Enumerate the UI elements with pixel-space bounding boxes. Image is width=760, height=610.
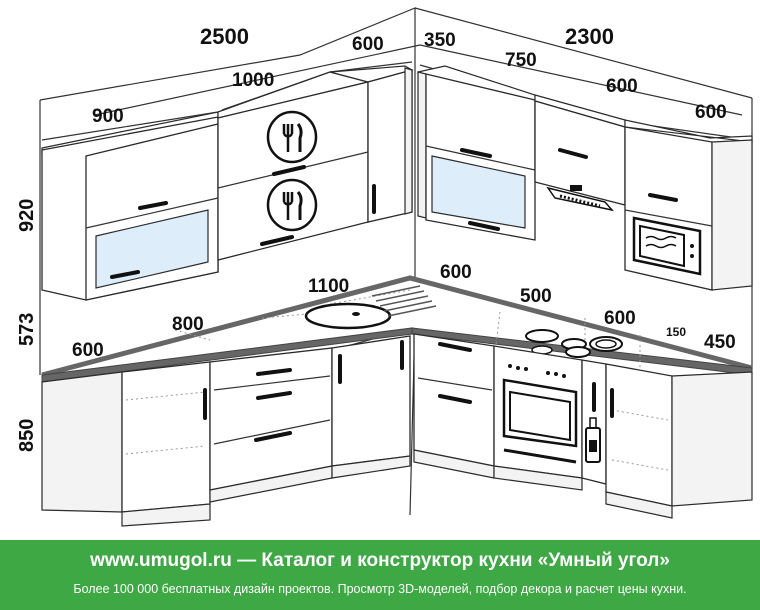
dim-upper-600-corner: 600: [352, 34, 384, 55]
handle[interactable]: [468, 221, 500, 231]
dim-upper-900: 900: [92, 106, 124, 127]
base-cabinet-600-left: [41, 361, 211, 527]
base-cabinet-oven-600: [493, 345, 583, 491]
dim-upper-600-micro: 600: [695, 102, 727, 123]
hood-icon: [546, 185, 615, 212]
dim-height-mid: 573: [16, 313, 38, 346]
dim-base-150: 150: [666, 325, 686, 339]
handle[interactable]: [438, 394, 472, 404]
kitchen-drawing: 2500 2300 900 1000 600 350 750 600 600 9…: [16, 7, 753, 527]
handle[interactable]: [648, 193, 678, 202]
dim-upper-350: 350: [424, 30, 456, 51]
dim-base-600-corner: 600: [440, 262, 472, 283]
dim-upper-1000: 1000: [232, 70, 274, 91]
base-cabinet-corner-600: [413, 333, 495, 479]
oven-icon: [502, 364, 578, 464]
handle[interactable]: [138, 201, 168, 210]
hob-icon: [525, 329, 623, 358]
handle[interactable]: [256, 391, 292, 400]
dim-base-600-left: 600: [72, 340, 104, 361]
upper-cabinet-hood-600: [534, 94, 626, 212]
dim-height-lower: 850: [16, 419, 38, 452]
dim-upper-left-total: 2500: [200, 24, 249, 49]
dim-upper-right-total: 2300: [565, 24, 614, 49]
dim-base-800: 800: [172, 314, 204, 335]
handle[interactable]: [254, 431, 292, 442]
upper-cabinet-750: [417, 65, 536, 241]
dim-base-1100: 1100: [308, 276, 349, 297]
dim-base-500: 500: [520, 286, 552, 307]
dim-upper-750: 750: [505, 50, 537, 71]
handle[interactable]: [558, 148, 588, 159]
base-cabinet-450-right: [605, 363, 753, 519]
handle[interactable]: [260, 235, 294, 246]
upper-cabinet-900: [41, 111, 219, 301]
dimension-labels: 2500 2300 900 1000 600 350 750 600 600 9…: [16, 24, 736, 452]
cutlery-icon: [266, 178, 318, 232]
bottle-icon: [585, 417, 601, 463]
handle[interactable]: [256, 368, 292, 376]
upper-cabinet-microwave-600: [624, 119, 753, 291]
upper-cabinet-1000: [217, 71, 369, 261]
dim-height-upper: 920: [16, 199, 38, 232]
base-cabinet-bottle-150: [581, 359, 607, 485]
handle[interactable]: [460, 148, 492, 158]
base-cabinet-1100-sink: [331, 335, 411, 479]
cutlery-icon: [266, 110, 318, 164]
dim-base-600-hob: 600: [604, 308, 636, 329]
handle[interactable]: [438, 342, 472, 352]
banner-title[interactable]: www.umugol.ru — Каталог и конструктор ку…: [90, 550, 670, 571]
promo-banner: www.umugol.ru — Каталог и конструктор ку…: [0, 540, 760, 610]
upper-corner-cabinet-600: [329, 65, 414, 223]
handle[interactable]: [272, 165, 306, 176]
dim-base-450: 450: [704, 332, 736, 353]
handle[interactable]: [110, 270, 140, 279]
microwave-icon: [632, 216, 702, 276]
base-cabinet-800-drawers: [209, 347, 333, 503]
sink-icon: [304, 285, 437, 330]
banner-subtitle: Более 100 000 бесплатных дизайн проектов…: [73, 582, 687, 596]
dim-upper-600-hood: 600: [606, 76, 638, 97]
